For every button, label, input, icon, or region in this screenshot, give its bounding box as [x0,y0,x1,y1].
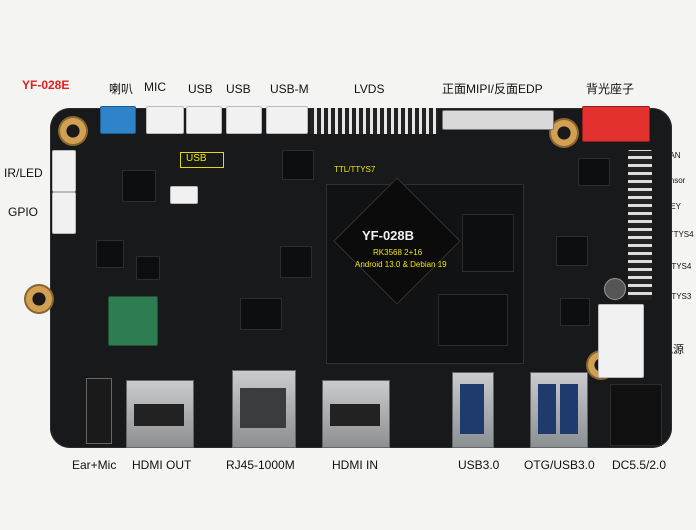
key-label: KEY [665,202,682,211]
gpio-label: GPIO [8,205,39,219]
power-connector [598,304,644,378]
mipi-edp-label: 正面MIPI/反面EDP [442,82,543,96]
fan-label: FAN [665,151,681,160]
ttl-ttys7-silk: TTL/TTYS7 [334,165,376,174]
usb3-label: USB3.0 [458,458,500,472]
usb-label-1: USB [188,82,213,96]
lvds-header [310,108,438,134]
wifi-module [108,296,158,346]
module-spec: RK3568 2+16 [373,248,423,257]
inductor [96,240,124,268]
ic-chip [578,158,610,186]
gpio-connector [52,192,76,234]
usb-silk-text: USB [186,153,207,164]
dc-jack-label: DC5.5/2.0 [612,458,667,472]
hdmi-in-label: HDMI IN [332,458,378,472]
lvds-label: LVDS [354,82,385,96]
speaker-label: 喇叭 [109,82,134,96]
inductor [560,298,590,326]
usb-silk-box [180,152,224,168]
mic-label: MIC [144,80,166,94]
hdmi-in-slot [330,404,380,426]
module-os: Android 13.0 & Debian 19 [355,260,447,269]
ic-chip [556,236,588,266]
rj45-socket [240,388,286,428]
usb-m-connector [266,106,308,134]
usb-label-2: USB [226,82,251,96]
otg-tongue-1 [538,384,556,434]
usb-connector-2 [226,106,262,134]
ic-chip [122,170,156,202]
mount-hole-tr [549,118,579,148]
right-pin-headers [628,150,652,300]
hdmi-out-slot [134,404,184,426]
sensor-label: Sensor [660,176,686,185]
ir-led-connector [52,150,76,192]
module-name: YF-028B [362,228,415,243]
ear-mic-label: Ear+Mic [72,458,117,472]
usb-connector-1 [186,106,222,134]
ic-chip [280,246,312,278]
ic-chip [240,298,282,330]
model-label: YF-028E [22,78,70,92]
mount-hole-l [24,284,54,314]
mount-hole-tl [58,116,88,146]
ir-led-label: IR/LED [4,166,43,180]
ic-chip [282,150,314,180]
otg-tongue-2 [560,384,578,434]
usb3-tongue [460,384,484,434]
backlight-connector [582,106,650,142]
hdmi-out-label: HDMI OUT [132,458,192,472]
small-white-connector [170,186,198,204]
emmc-chip [438,294,508,346]
dc-jack [610,384,662,446]
ram-chip [462,214,514,272]
otg-usb3-label: OTG/USB3.0 [524,458,595,472]
usb-m-label: USB-M [270,82,309,96]
rj45-label: RJ45-1000M [226,458,295,472]
speaker-connector [100,106,136,134]
mic-connector [146,106,184,134]
backlight-label: 背光座子 [586,82,635,96]
mipi-edp-connector [442,110,554,130]
capacitor [604,278,626,300]
audio-jack [86,378,112,444]
ic-chip [136,256,160,280]
